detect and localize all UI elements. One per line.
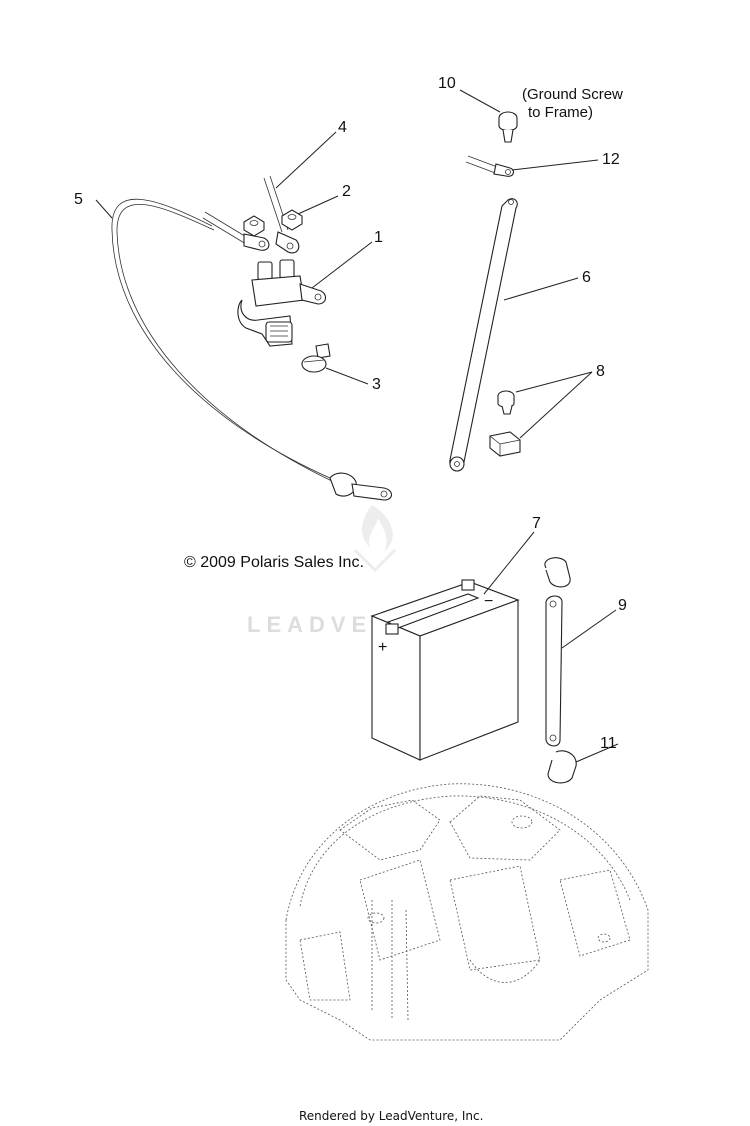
screw-8 (497, 390, 515, 415)
nut-2b (281, 209, 303, 231)
solenoid-1 (237, 259, 327, 347)
callout-5: 5 (74, 191, 83, 208)
callout-3: 3 (372, 376, 381, 393)
ground-strap-6 (449, 198, 518, 472)
copyright-text: © 2009 Polaris Sales Inc. (184, 554, 364, 571)
callout-10: 10 (438, 75, 456, 92)
nut-8 (489, 431, 521, 457)
ground-screw-10 (498, 111, 518, 143)
nut-2a (243, 215, 265, 237)
ground-screw-note-line1: (Ground Screw (522, 86, 623, 103)
battery-minus: − (484, 593, 493, 610)
strap-clip-top (544, 557, 571, 588)
cable-short (202, 211, 270, 251)
callout-9: 9 (618, 597, 627, 614)
callout-11: 11 (600, 735, 617, 752)
battery-plus: + (378, 639, 387, 656)
callout-2: 2 (342, 183, 351, 200)
callout-6: 6 (582, 269, 591, 286)
callout-8: 8 (596, 363, 605, 380)
vehicle-rear-frame (285, 783, 649, 1041)
ground-screw-note-line2: to Frame) (528, 104, 593, 121)
watermark-flame-icon (353, 505, 397, 573)
cable-end-12 (465, 155, 515, 177)
battery-strap-9 (545, 595, 563, 747)
cable-4 (263, 175, 300, 254)
battery-7: + − (370, 579, 520, 761)
leader-lines (95, 89, 619, 763)
callout-12: 12 (602, 151, 620, 168)
strap-clip-11 (547, 750, 577, 784)
callout-1: 1 (374, 229, 383, 246)
ground-cable-5 (111, 198, 393, 501)
callout-7: 7 (532, 515, 541, 532)
screw-3 (301, 343, 331, 373)
callout-4: 4 (338, 119, 347, 136)
footer-credit: Rendered by LeadVenture, Inc. (299, 1109, 483, 1123)
